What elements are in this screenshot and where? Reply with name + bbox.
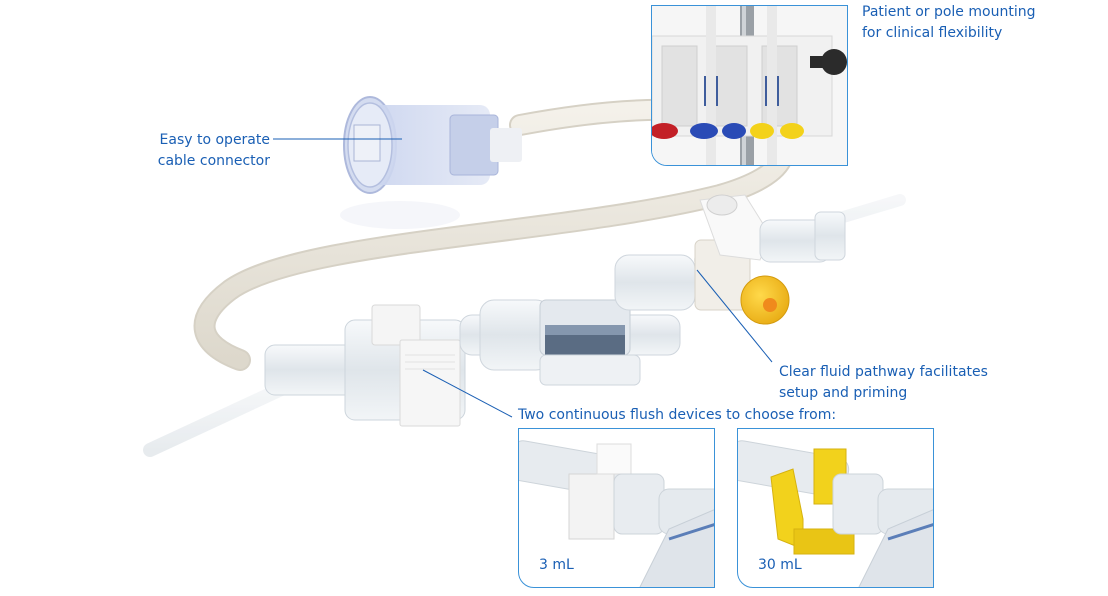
flush-30ml-inset: 30 mL	[737, 428, 934, 588]
flush-device-30ml-icon	[738, 440, 933, 587]
flush-devices-callout-text: Two continuous flush devices to choose f…	[518, 407, 837, 423]
cable-connector-callout-line2: cable connector	[157, 153, 270, 169]
mounting-callout-line2: for clinical flexibility	[862, 25, 1003, 41]
flush-3ml-caption: 3 mL	[539, 557, 574, 573]
flush-devices-callout: Two continuous flush devices to choose f…	[518, 405, 836, 426]
cable-connector-callout-line1: Easy to operate	[159, 132, 270, 148]
flush-3ml-inset: 3 mL	[518, 428, 715, 588]
flush-30ml-caption: 30 mL	[758, 557, 802, 573]
flush-device-3ml-icon	[519, 440, 714, 587]
cable-connector-callout: Easy to operate cable connector	[140, 130, 270, 172]
stopcock-cap-icon	[740, 275, 790, 325]
fluid-pathway-callout: Clear fluid pathway facilitates setup an…	[779, 362, 988, 404]
mounting-callout: Patient or pole mounting for clinical fl…	[862, 2, 1035, 44]
pole-mount-photo-icon	[652, 6, 847, 165]
fluid-pathway-callout-line2: setup and priming	[779, 385, 908, 401]
fluid-pathway-callout-line1: Clear fluid pathway facilitates	[779, 364, 988, 380]
mounting-callout-line1: Patient or pole mounting	[862, 4, 1036, 20]
cable-connector-icon	[340, 96, 522, 229]
mounting-inset	[651, 5, 848, 166]
